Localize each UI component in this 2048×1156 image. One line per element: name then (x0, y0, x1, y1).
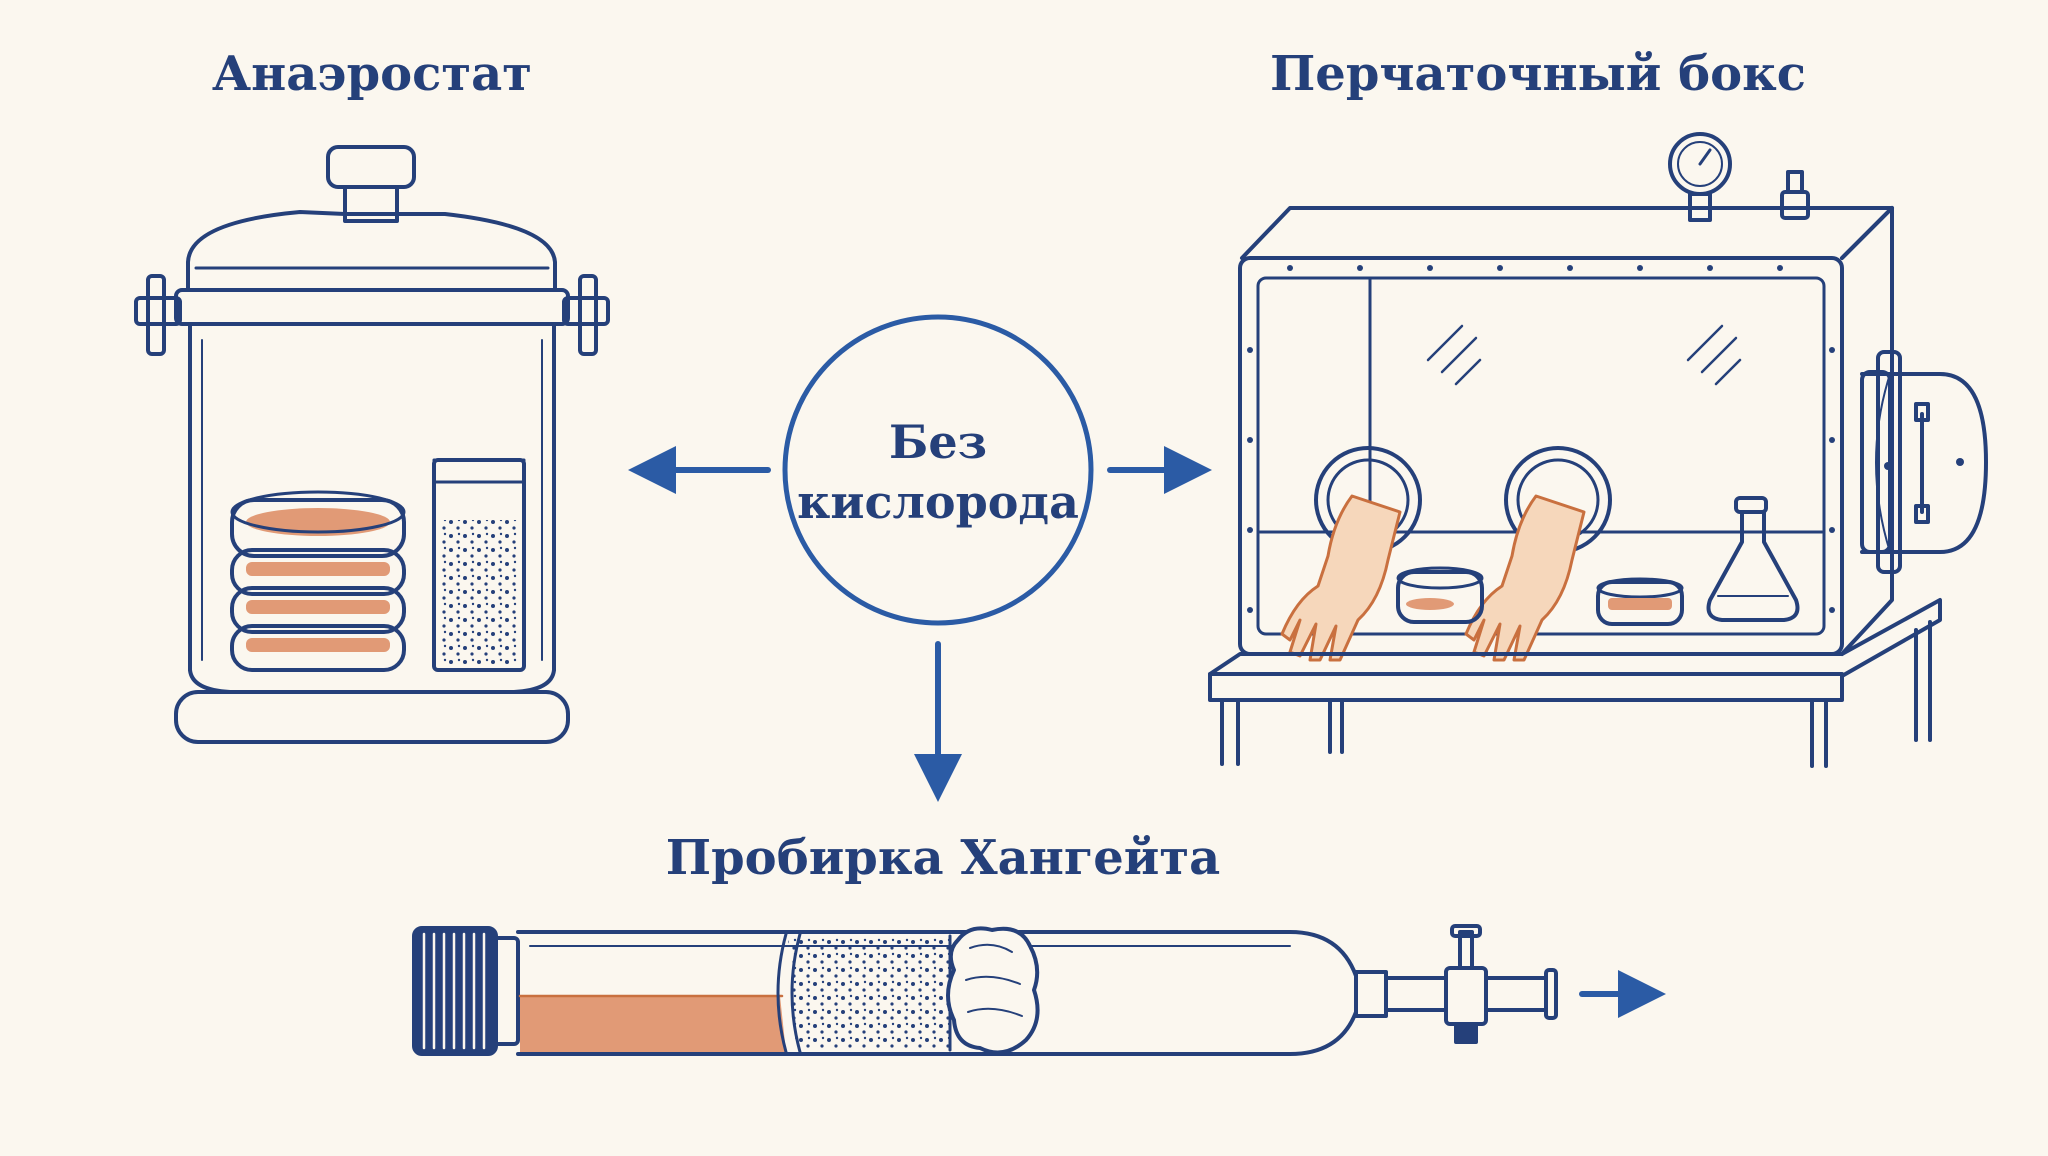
anaerostat-label: Анаэростат (212, 46, 532, 102)
anaerostat-jar-icon (134, 145, 610, 744)
center-circle (782, 314, 1094, 626)
center-label: Без кислорода (797, 412, 1079, 532)
gloves (1280, 494, 1586, 662)
dish-inside-left (1396, 566, 1484, 624)
dish-inside-right (1596, 577, 1684, 626)
hungate-label: Пробирка Хангейта (665, 830, 1221, 886)
arrows (628, 446, 1666, 1018)
gas-pack (432, 458, 526, 672)
glovebox-label: Перчаточный бокс (1269, 46, 1807, 102)
hungate-tube-icon (412, 924, 1558, 1056)
center-label-line1: Без (889, 415, 987, 469)
airlock (1860, 350, 1988, 574)
cotton-plug (946, 926, 1040, 1055)
petri-stack (230, 490, 406, 672)
table (1208, 598, 1942, 768)
glovebox-icon (1208, 132, 1988, 768)
center-label-line2: кислорода (797, 475, 1079, 529)
flask-icon (1706, 496, 1800, 622)
